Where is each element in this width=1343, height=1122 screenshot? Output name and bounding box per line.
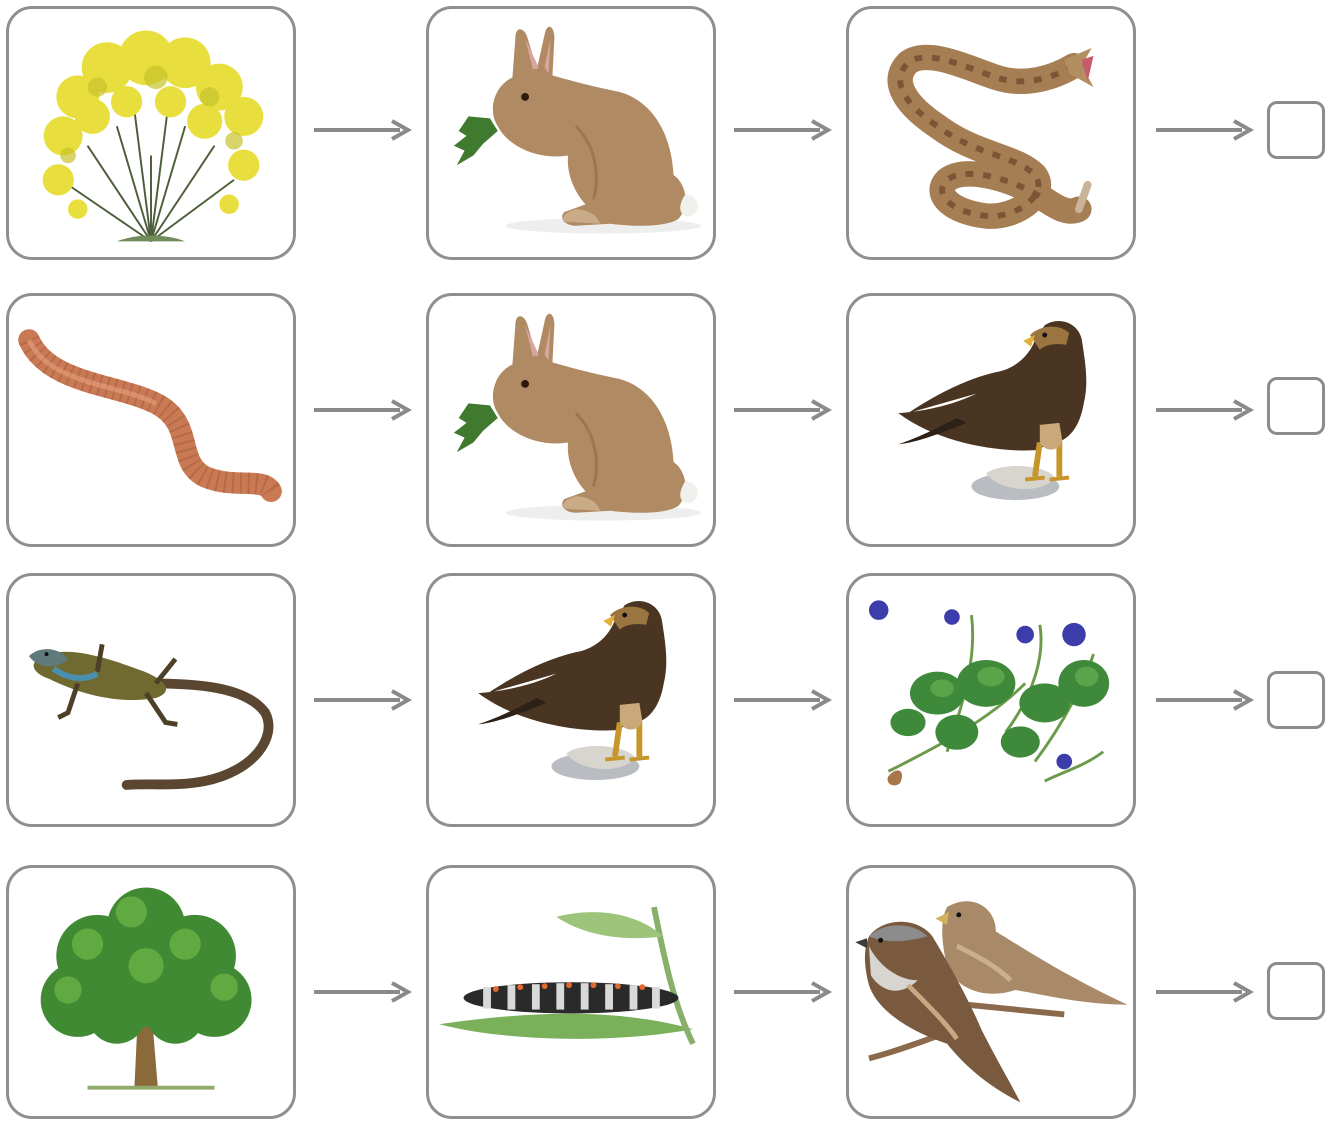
- card-sparrows: [846, 865, 1136, 1119]
- card-lizard: [6, 573, 296, 827]
- food-chain-row-3: [0, 568, 1343, 828]
- arrow-icon: [1154, 398, 1254, 422]
- card-shrub: [6, 6, 296, 260]
- rattlesnake-illustration: [849, 9, 1133, 257]
- card-caterpillar: [426, 865, 716, 1119]
- shrub-illustration: [9, 9, 293, 257]
- arrow-icon: [312, 398, 412, 422]
- arrow-icon: [1154, 688, 1254, 712]
- sparrows-illustration: [849, 868, 1133, 1116]
- card-eagle: [426, 573, 716, 827]
- answer-checkbox[interactable]: [1267, 377, 1325, 435]
- card-tree: [6, 865, 296, 1119]
- arrow-icon: [732, 398, 832, 422]
- violet-plant-illustration: [849, 576, 1133, 824]
- earthworm-illustration: [9, 296, 293, 544]
- lizard-illustration: [9, 576, 293, 824]
- rabbit-illustration: [429, 296, 713, 544]
- arrow-icon: [732, 688, 832, 712]
- caterpillar-illustration: [429, 868, 713, 1116]
- arrow-icon: [1154, 980, 1254, 1004]
- arrow-icon: [312, 688, 412, 712]
- eagle-illustration: [849, 296, 1133, 544]
- card-rabbit: [426, 6, 716, 260]
- card-eagle: [846, 293, 1136, 547]
- arrow-icon: [732, 118, 832, 142]
- card-rattlesnake: [846, 6, 1136, 260]
- arrow-icon: [1154, 118, 1254, 142]
- food-chain-row-4: [0, 860, 1343, 1120]
- food-chain-row-2: [0, 288, 1343, 548]
- tree-illustration: [9, 868, 293, 1116]
- card-earthworm: [6, 293, 296, 547]
- arrow-icon: [732, 980, 832, 1004]
- arrow-icon: [312, 118, 412, 142]
- rabbit-illustration: [429, 9, 713, 257]
- answer-checkbox[interactable]: [1267, 671, 1325, 729]
- answer-checkbox[interactable]: [1267, 101, 1325, 159]
- eagle-illustration: [429, 576, 713, 824]
- arrow-icon: [312, 980, 412, 1004]
- food-chain-row-1: [0, 0, 1343, 260]
- card-rabbit: [426, 293, 716, 547]
- card-violet-plant: [846, 573, 1136, 827]
- answer-checkbox[interactable]: [1267, 962, 1325, 1020]
